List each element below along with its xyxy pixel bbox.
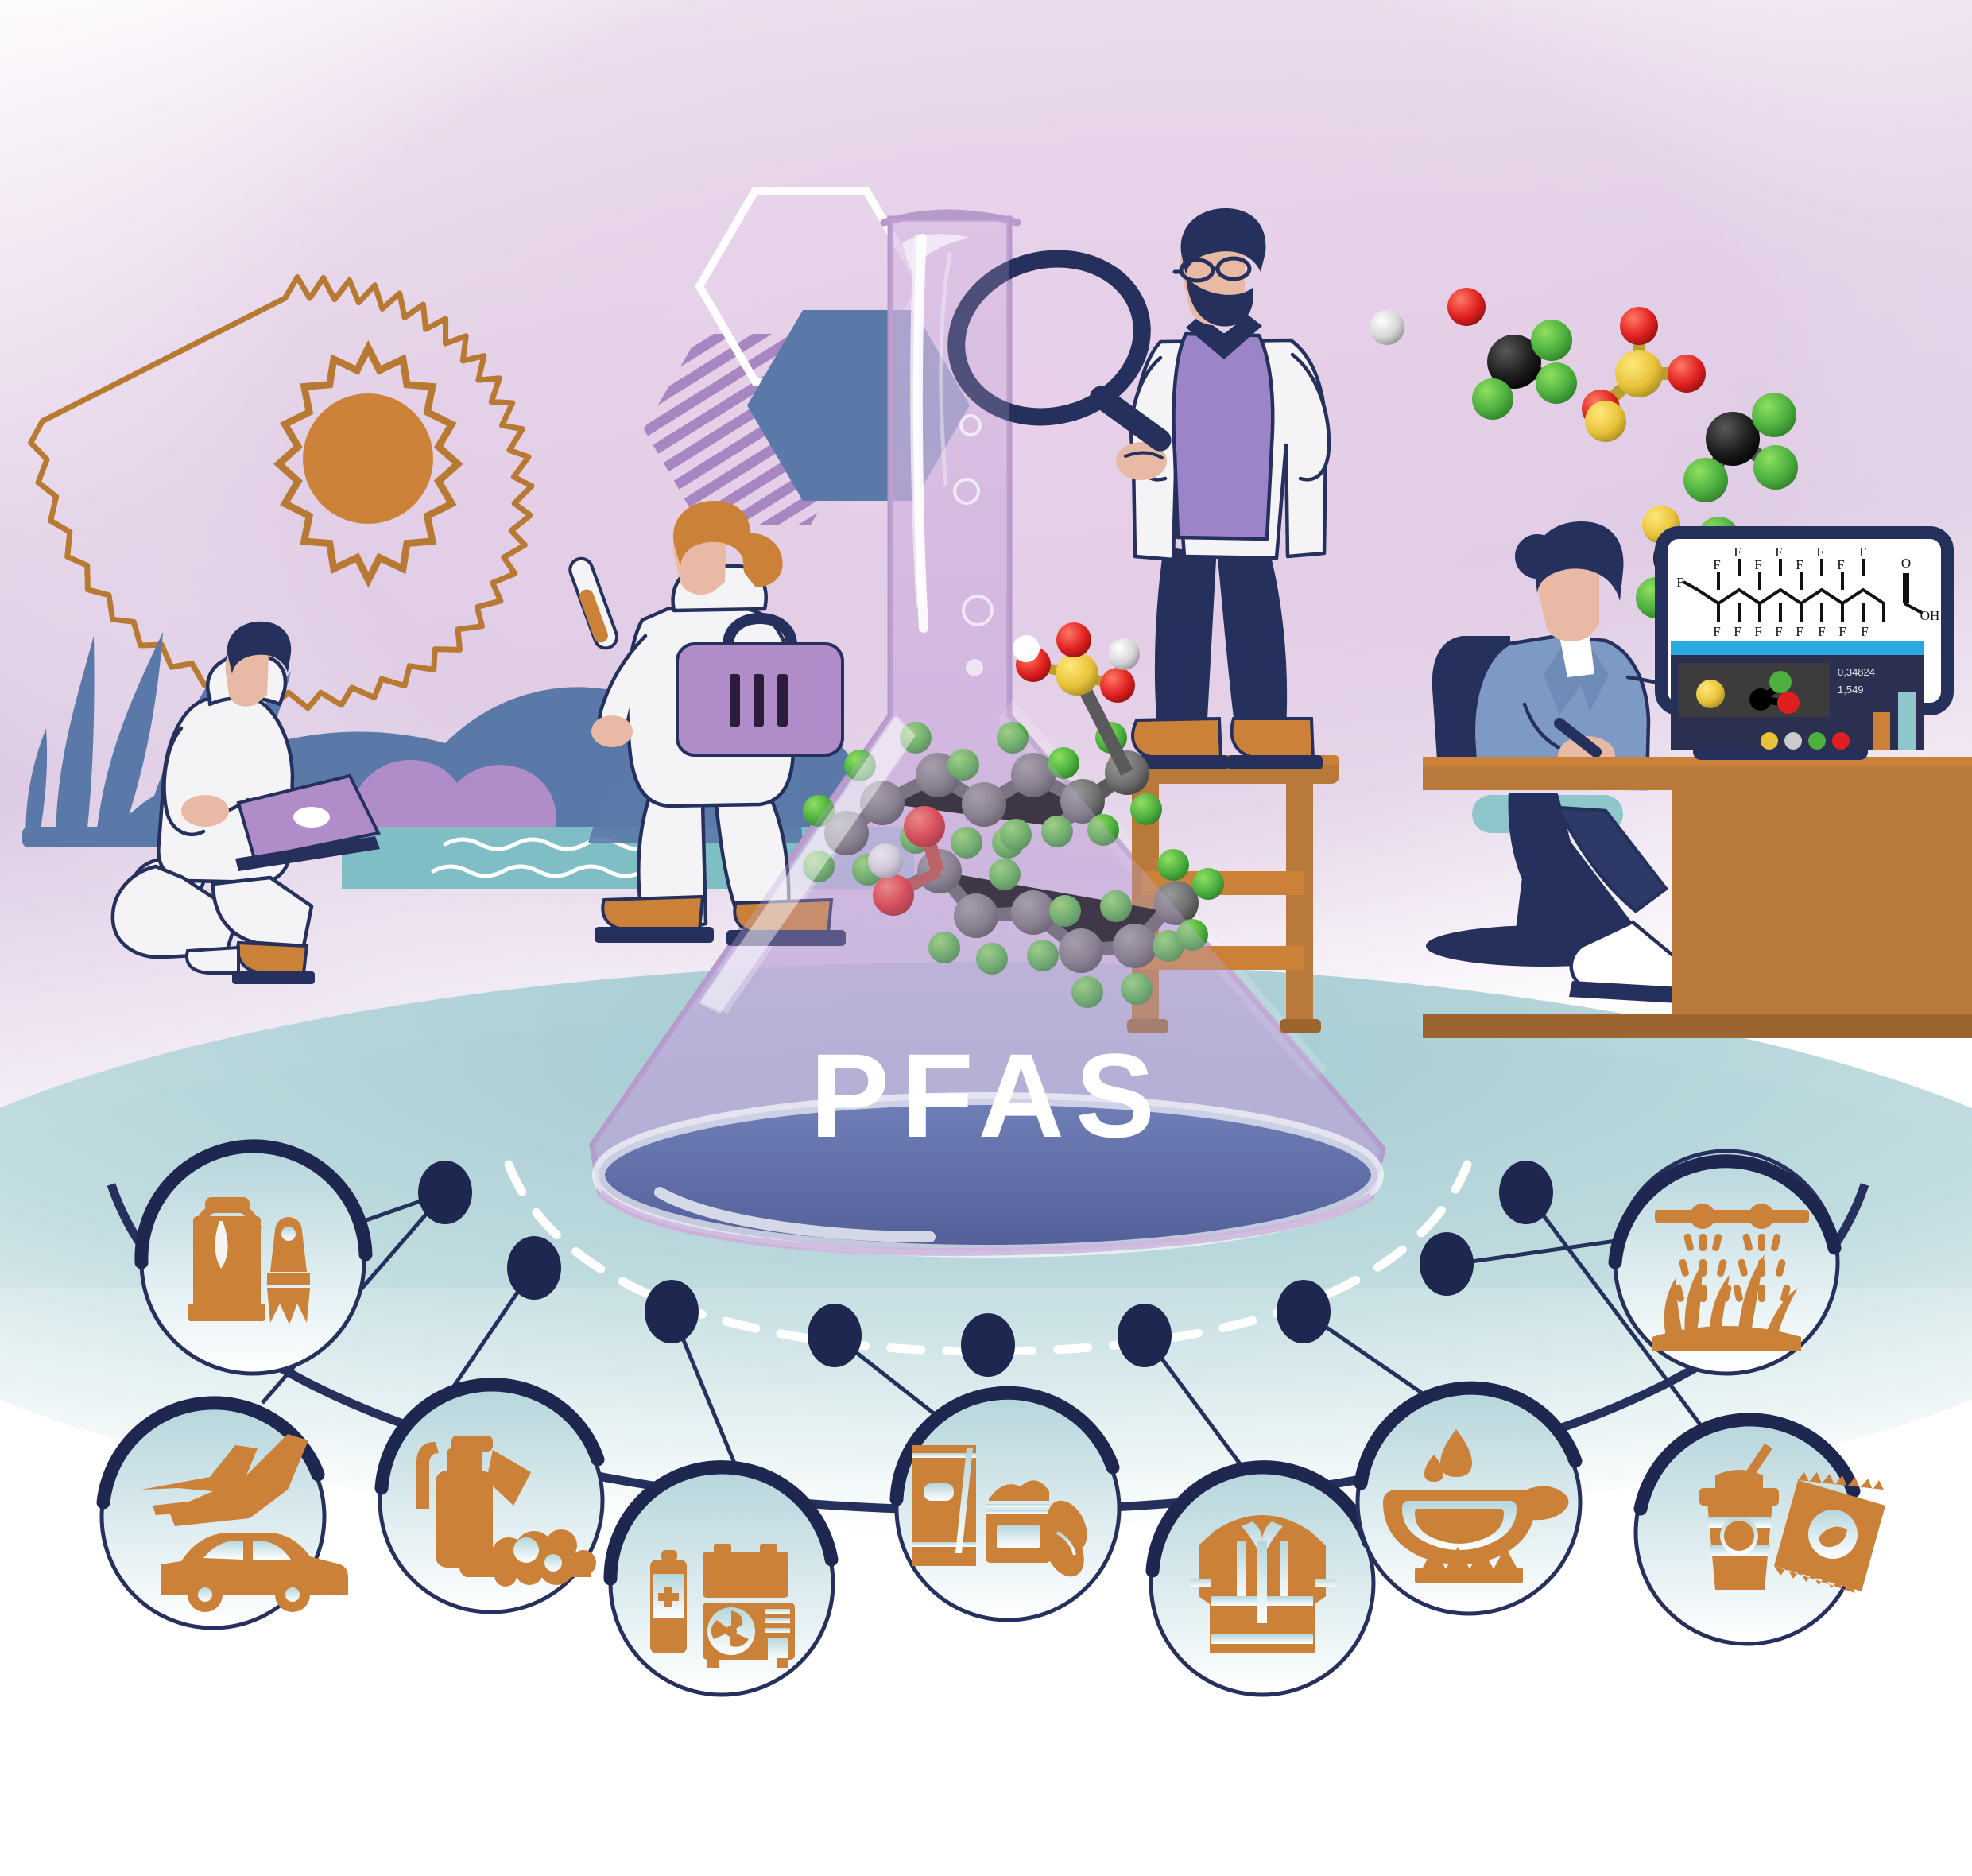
node bbox=[645, 1280, 699, 1343]
use-case-firefighting-foam[interactable] bbox=[374, 1378, 605, 1614]
use-case-paints-coatings[interactable] bbox=[134, 1139, 373, 1376]
svg-text:F: F bbox=[1796, 624, 1803, 639]
sample-case bbox=[676, 612, 844, 757]
boot bbox=[185, 940, 315, 984]
airplane-car-icon bbox=[141, 1434, 348, 1612]
use-case-cosmetics[interactable] bbox=[889, 1386, 1122, 1622]
node bbox=[1499, 1161, 1553, 1224]
svg-text:0,34824: 0,34824 bbox=[1838, 666, 1875, 678]
node bbox=[961, 1313, 1015, 1377]
svg-text:F: F bbox=[1676, 575, 1683, 590]
bush bbox=[350, 759, 556, 843]
node bbox=[808, 1304, 862, 1367]
node bbox=[1420, 1232, 1474, 1296]
page-title: PFAS bbox=[810, 1029, 1166, 1162]
monitor-readouts: 0,34824 1,549 bbox=[1838, 666, 1875, 696]
svg-text:F: F bbox=[1754, 624, 1761, 639]
svg-text:F: F bbox=[1837, 557, 1844, 572]
sulfonate-group bbox=[1016, 622, 1140, 776]
node bbox=[1118, 1304, 1172, 1367]
platform-dashed-ring bbox=[504, 1160, 1472, 1356]
svg-text:F: F bbox=[1713, 557, 1720, 572]
svg-text:OH: OH bbox=[1920, 608, 1940, 623]
use-case-textiles-ppe[interactable] bbox=[1145, 1460, 1376, 1697]
use-case-transportation[interactable] bbox=[96, 1396, 348, 1630]
platform-nodes bbox=[418, 1161, 1553, 1377]
cf3-fragment bbox=[1683, 393, 1798, 502]
monitor-bar-chart bbox=[1873, 692, 1916, 750]
svg-text:O: O bbox=[1901, 556, 1911, 571]
use-case-non-stick-cookware[interactable] bbox=[1354, 1381, 1583, 1616]
svg-text:F: F bbox=[1818, 624, 1825, 639]
test-tube bbox=[568, 556, 619, 650]
flask-front-glass bbox=[592, 219, 1383, 1252]
svg-text:F: F bbox=[1861, 624, 1868, 639]
svg-text:F: F bbox=[1734, 545, 1741, 560]
desk bbox=[1423, 757, 1972, 1038]
use-case-food-packaging[interactable] bbox=[1633, 1413, 1885, 1646]
svg-text:F: F bbox=[1796, 557, 1803, 572]
sun-icon bbox=[28, 274, 535, 711]
svg-text:1,549: 1,549 bbox=[1838, 684, 1864, 696]
node bbox=[1277, 1280, 1331, 1343]
irrigation-sprinkler-icon bbox=[1652, 1204, 1809, 1351]
svg-text:F: F bbox=[1859, 545, 1866, 560]
shoe bbox=[1129, 716, 1323, 769]
sulfur-sphere bbox=[1585, 401, 1626, 442]
hydrogen-sphere bbox=[1370, 310, 1404, 345]
node bbox=[418, 1161, 472, 1224]
legend-spheres bbox=[1761, 732, 1850, 750]
laptop bbox=[235, 773, 381, 871]
use-case-agriculture[interactable] bbox=[1608, 1149, 1842, 1376]
use-case-electronics-hvac[interactable] bbox=[603, 1460, 839, 1697]
cosmetics-tube-jar-icon bbox=[912, 1445, 1087, 1577]
cf3-fragment bbox=[1472, 320, 1577, 420]
molecule-preview bbox=[1696, 671, 1800, 714]
cup-snack-bag-icon bbox=[1699, 1444, 1885, 1593]
svg-text:F: F bbox=[1838, 624, 1846, 639]
fire-extinguisher-foam-icon bbox=[416, 1436, 596, 1587]
svg-text:F: F bbox=[1734, 624, 1741, 639]
monitor-title-bar bbox=[1671, 641, 1924, 655]
svg-text:F: F bbox=[1775, 624, 1782, 639]
svg-text:F: F bbox=[1713, 624, 1720, 639]
svg-text:F: F bbox=[1775, 545, 1782, 560]
node bbox=[507, 1236, 561, 1300]
svg-text:F: F bbox=[1816, 545, 1823, 560]
paint-bucket-brush-icon bbox=[188, 1197, 310, 1324]
hi-vis-jacket-icon bbox=[1190, 1515, 1335, 1653]
svg-text:F: F bbox=[1754, 557, 1761, 572]
frying-pan-oil-icon bbox=[1383, 1429, 1569, 1583]
battery-hvac-icon bbox=[650, 1544, 795, 1668]
oxygen-sphere bbox=[1447, 288, 1486, 326]
flask-liquid bbox=[599, 1099, 1377, 1251]
